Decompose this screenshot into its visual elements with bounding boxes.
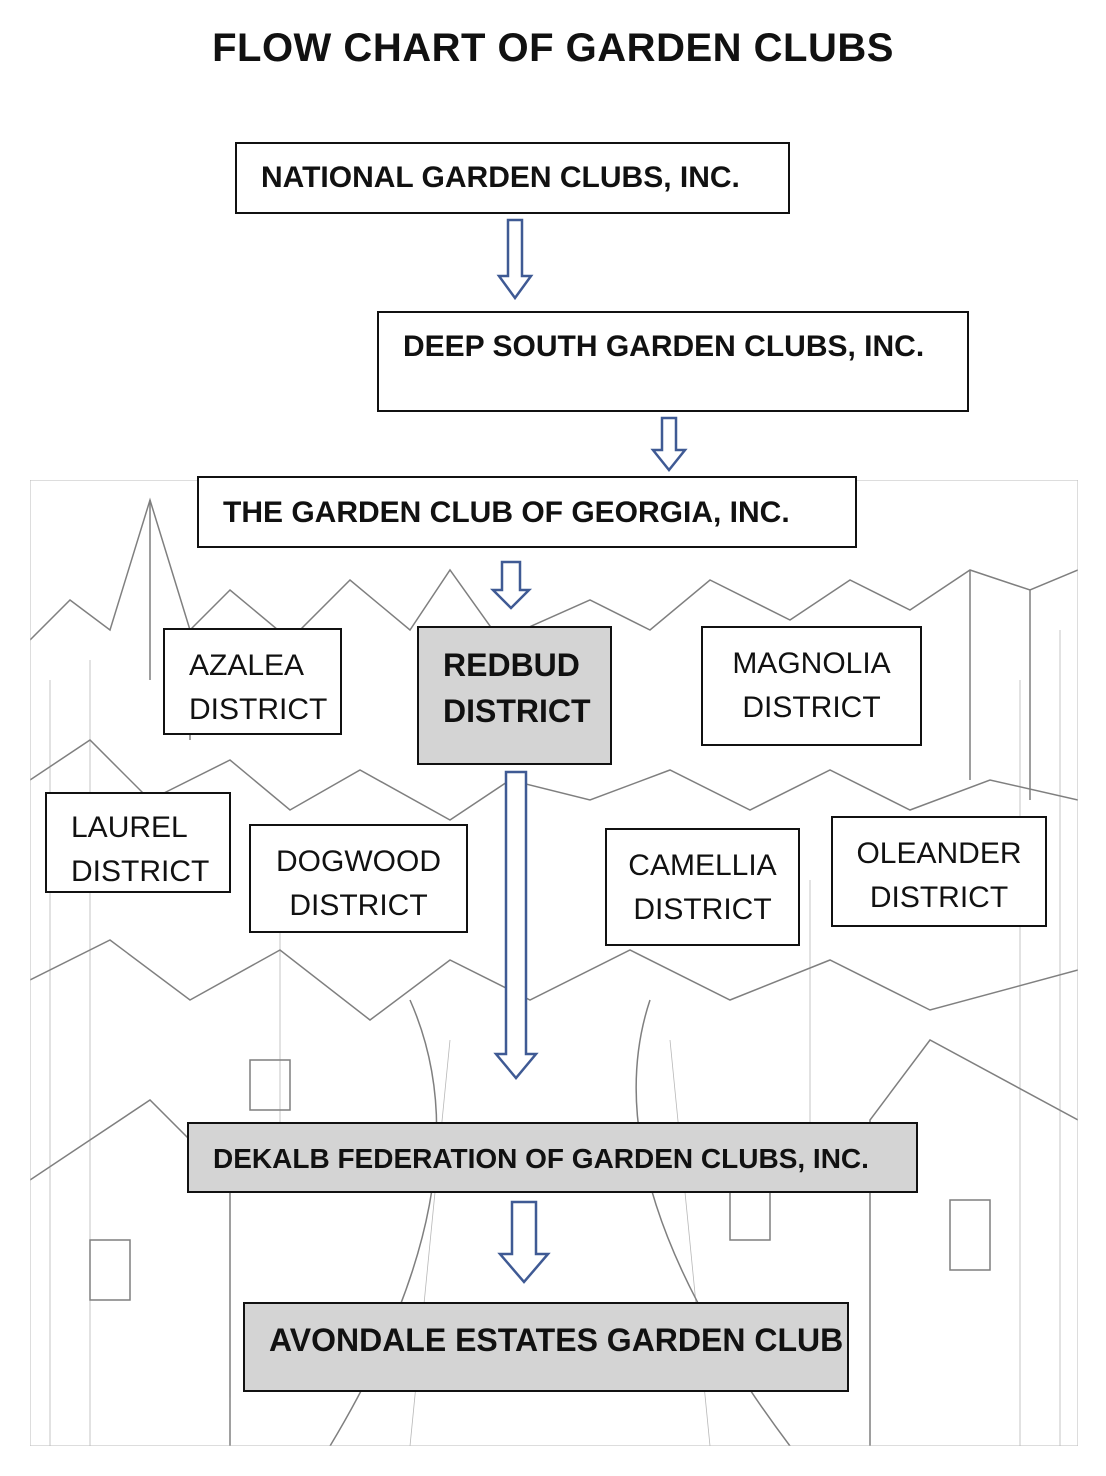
node-label: DISTRICT (742, 691, 881, 724)
node-label: DISTRICT (289, 889, 428, 922)
node-garden-club-of-georgia: THE GARDEN CLUB OF GEORGIA, INC. (197, 476, 857, 548)
node-label: THE GARDEN CLUB OF GEORGIA, INC. (223, 496, 790, 529)
node-label: DISTRICT (71, 855, 210, 888)
node-deep-south-garden-clubs: DEEP SOUTH GARDEN CLUBS, INC. (377, 311, 969, 412)
node-azalea-district: AZALEA DISTRICT (163, 628, 342, 735)
node-label: REDBUD (443, 647, 580, 683)
node-label: DEKALB FEDERATION OF GARDEN CLUBS, INC. (213, 1143, 869, 1174)
node-label: DISTRICT (633, 893, 772, 926)
node-label: DISTRICT (189, 693, 328, 726)
node-camellia-district: CAMELLIA DISTRICT (605, 828, 800, 946)
node-label: OLEANDER (856, 837, 1022, 870)
node-label: MAGNOLIA (732, 647, 891, 680)
node-dekalb-federation: DEKALB FEDERATION OF GARDEN CLUBS, INC. (187, 1122, 918, 1193)
node-magnolia-district: MAGNOLIA DISTRICT (701, 626, 922, 746)
node-label: DEEP SOUTH GARDEN CLUBS, INC. (403, 330, 925, 363)
node-label: CAMELLIA (628, 849, 777, 882)
node-national-garden-clubs: NATIONAL GARDEN CLUBS, INC. (235, 142, 790, 214)
node-avondale-estates-garden-club: AVONDALE ESTATES GARDEN CLUB (243, 1302, 849, 1392)
node-laurel-district: LAUREL DISTRICT (45, 792, 231, 893)
node-label: NATIONAL GARDEN CLUBS, INC. (261, 161, 740, 194)
arrow-national-to-deep-south-icon (496, 218, 534, 301)
node-redbud-district: REDBUD DISTRICT (417, 626, 612, 765)
chart-title: FLOW CHART OF GARDEN CLUBS (212, 26, 894, 70)
node-label: DISTRICT (443, 693, 591, 729)
node-oleander-district: OLEANDER DISTRICT (831, 816, 1047, 927)
node-label: DOGWOOD (276, 845, 441, 878)
arrow-deep-south-to-georgia-icon (650, 416, 688, 473)
node-dogwood-district: DOGWOOD DISTRICT (249, 824, 468, 933)
node-label: LAUREL (71, 811, 188, 844)
node-label: DISTRICT (869, 881, 1009, 914)
node-label: AZALEA (189, 649, 305, 682)
node-label: AVONDALE ESTATES GARDEN CLUB (269, 1322, 844, 1358)
